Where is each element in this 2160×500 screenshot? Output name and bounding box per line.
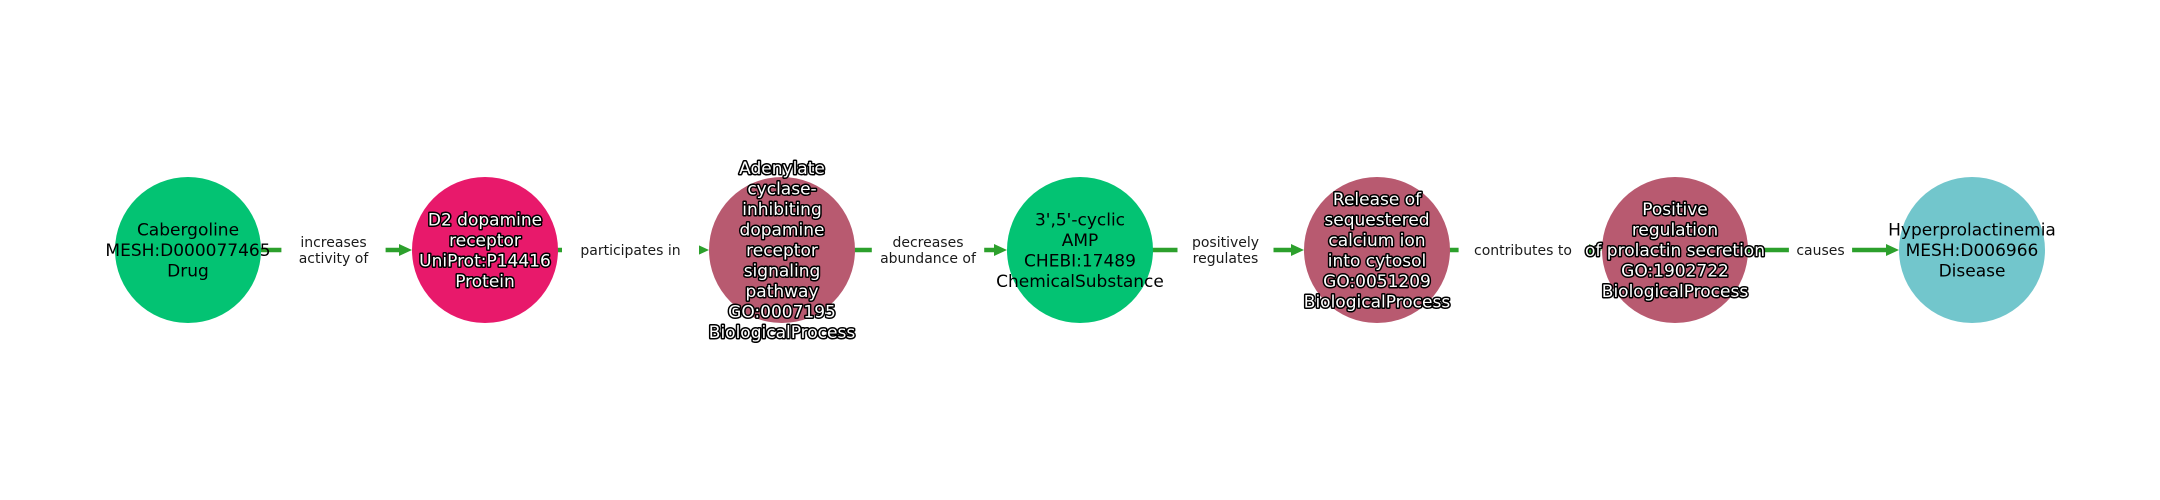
node-label-line: dopamine [740, 221, 825, 241]
node-label-line: receptor [449, 231, 521, 251]
node-label-line: receptor [746, 241, 818, 261]
node-label-line: Protein [455, 272, 515, 292]
edge-label-line: decreases [892, 235, 963, 251]
node-label-line: regulation [1632, 221, 1718, 241]
node-label-line: into cytosol [1328, 251, 1426, 271]
node-label-line: BiologicalProcess [709, 323, 856, 343]
node-circle[interactable] [1304, 177, 1450, 323]
edge-label-line: positively [1192, 235, 1259, 251]
node-label-line: GO:1902722 [1621, 262, 1729, 282]
node-label-line: GO:0051209 [1323, 272, 1431, 292]
node-adenylate-pathway[interactable]: Adenylatecyclase-inhibitingdopaminerecep… [707, 158, 857, 345]
node-circle[interactable] [115, 177, 261, 323]
edge-label-line: causes [1796, 243, 1844, 259]
node-label-line: ChemicalSubstance [996, 272, 1164, 292]
node-circle[interactable] [1007, 177, 1153, 323]
node-label-line: pathway [745, 282, 818, 302]
node-label-line: cyclase- [747, 180, 816, 200]
node-label-line: Hyperprolactinemia [1888, 221, 2056, 241]
node-label-line: Disease [1939, 262, 2006, 282]
node-label-line: BiologicalProcess [1304, 292, 1451, 312]
node-label-line: Adenylate [739, 159, 825, 179]
edge-label-background [1458, 241, 1588, 259]
node-label-line: Drug [167, 262, 209, 282]
edge-label-line: abundance of [880, 251, 977, 267]
node-label-line: sequestered [1324, 210, 1429, 230]
node-label-line: Cabergoline [137, 221, 239, 241]
node-label-line: MESH:D000077465 [105, 241, 270, 261]
node-label-line: Release of [1333, 190, 1422, 210]
edge-label-background [1788, 241, 1853, 259]
node-label-line: CHEBI:17489 [1024, 251, 1136, 271]
edge-label-background [1177, 233, 1274, 267]
node-label-line: signaling [744, 262, 821, 282]
node-label-line: UniProt:P14416 [419, 251, 551, 271]
arrow-head-icon [1291, 244, 1304, 256]
edge-label-background [562, 241, 699, 259]
edge-label-line: regulates [1193, 251, 1259, 267]
edge-label-line: activity of [299, 251, 370, 267]
node-camp[interactable]: 3',5'-cyclicAMPCHEBI:17489ChemicalSubsta… [996, 177, 1164, 323]
arrow-head-icon [994, 244, 1007, 256]
edge-label: causes [1788, 241, 1853, 259]
edge-label-line: increases [300, 235, 366, 251]
node-circle[interactable] [412, 177, 558, 323]
node-circle[interactable] [1602, 177, 1748, 323]
edge-label-background [281, 233, 386, 267]
edge-label-line: participates in [580, 243, 680, 259]
node-label-line: MESH:D006966 [1906, 241, 2039, 261]
edge-label-background [871, 233, 985, 267]
node-label-line: 3',5'-cyclic [1035, 210, 1125, 230]
node-label-line: AMP [1062, 231, 1099, 251]
node-label-line: Positive [1642, 200, 1708, 220]
edge-label-line: contributes to [1474, 243, 1572, 259]
node-circle[interactable] [709, 177, 855, 323]
arrow-head-icon [696, 244, 709, 256]
node-label-line: calcium ion [1328, 231, 1425, 251]
node-label-line: of prolactin secretion [1585, 241, 1765, 261]
edge-label: participates in [562, 241, 699, 259]
arrow-head-icon [1589, 244, 1602, 256]
arrow-head-icon [399, 244, 412, 256]
node-label-line: D2 dopamine [428, 210, 542, 230]
node-label-line: GO:0007195 [728, 303, 836, 323]
node-circle[interactable] [1899, 177, 2045, 323]
node-label-line: inhibiting [742, 200, 821, 220]
edge-label: contributes to [1458, 241, 1588, 259]
node-label-line: BiologicalProcess [1602, 282, 1749, 302]
arrow-head-icon [1886, 244, 1899, 256]
